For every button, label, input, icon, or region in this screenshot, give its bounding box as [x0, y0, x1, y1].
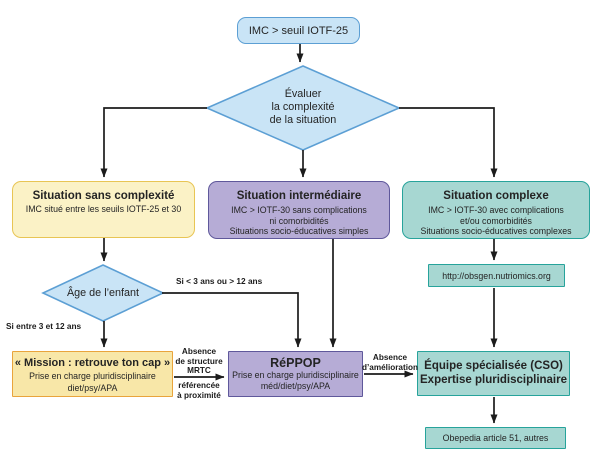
edge-label-no-structure-top: Absence de structure MRTC: [175, 347, 223, 376]
node-website-label: http://obsgen.nutriomics.org: [442, 270, 551, 281]
node-website: http://obsgen.nutriomics.org: [428, 264, 565, 287]
node-situation-complex-body: IMC > IOTF-30 avec complications et/ou c…: [420, 205, 572, 236]
node-situation-simple-title: Situation sans complexité: [32, 190, 175, 202]
node-situation-simple-body: IMC situé entre les seuils IOTF-25 et 30: [25, 204, 182, 214]
node-reppop-body: Prise en charge pluridisciplinaire méd/d…: [232, 370, 359, 391]
node-situation-complex-title: Situation complexe: [443, 190, 549, 202]
node-reppop: RéPPOP Prise en charge pluridisciplinair…: [228, 351, 363, 397]
node-mission: « Mission : retrouve ton cap » Prise en …: [12, 351, 173, 397]
node-reppop-title: RéPPOP: [270, 356, 321, 370]
node-specialized-team-label: Équipe spécialisée (CSO) Expertise pluri…: [420, 360, 567, 386]
node-start: IMC > seuil IOTF-25: [237, 17, 360, 44]
edge-label-no-structure-bottom: référencée à proximité: [177, 381, 221, 400]
node-situation-intermediate: Situation intermédiaire IMC > IOTF-30 sa…: [208, 181, 390, 239]
node-obepedia-label: Obepedia article 51, autres: [442, 433, 549, 443]
node-mission-title: « Mission : retrouve ton cap »: [14, 357, 171, 369]
node-mission-body: Prise en charge pluridisciplinaire diet/…: [29, 371, 156, 393]
node-situation-simple: Situation sans complexité IMC situé entr…: [12, 181, 195, 238]
node-situation-complex: Situation complexe IMC > IOTF-30 avec co…: [402, 181, 590, 239]
edge-label-age-young: Si entre 3 et 12 ans: [6, 321, 82, 331]
node-situation-intermediate-title: Situation intermédiaire: [236, 190, 362, 202]
edge-label-age-other: Si < 3 ans ou > 12 ans: [176, 276, 263, 286]
connector-age-to-reppop: [162, 292, 302, 348]
edge-label-no-improvement: Absence d’amélioration: [362, 353, 418, 372]
evaluate-decision-label: Évaluer la complexité de la situation: [269, 88, 337, 126]
node-start-label: IMC > seuil IOTF-25: [248, 24, 349, 37]
age-decision-diamond: [41, 264, 165, 322]
connector-evaluate-to-simple: [100, 107, 207, 178]
age-decision-label: Âge de l’enfant: [66, 287, 140, 299]
node-specialized-team: Équipe spécialisée (CSO) Expertise pluri…: [417, 351, 570, 396]
node-obepedia: Obepedia article 51, autres: [425, 427, 566, 449]
node-situation-intermediate-body: IMC > IOTF-30 sans complications ni como…: [229, 205, 369, 236]
connector-evaluate-to-complex: [399, 107, 498, 178]
